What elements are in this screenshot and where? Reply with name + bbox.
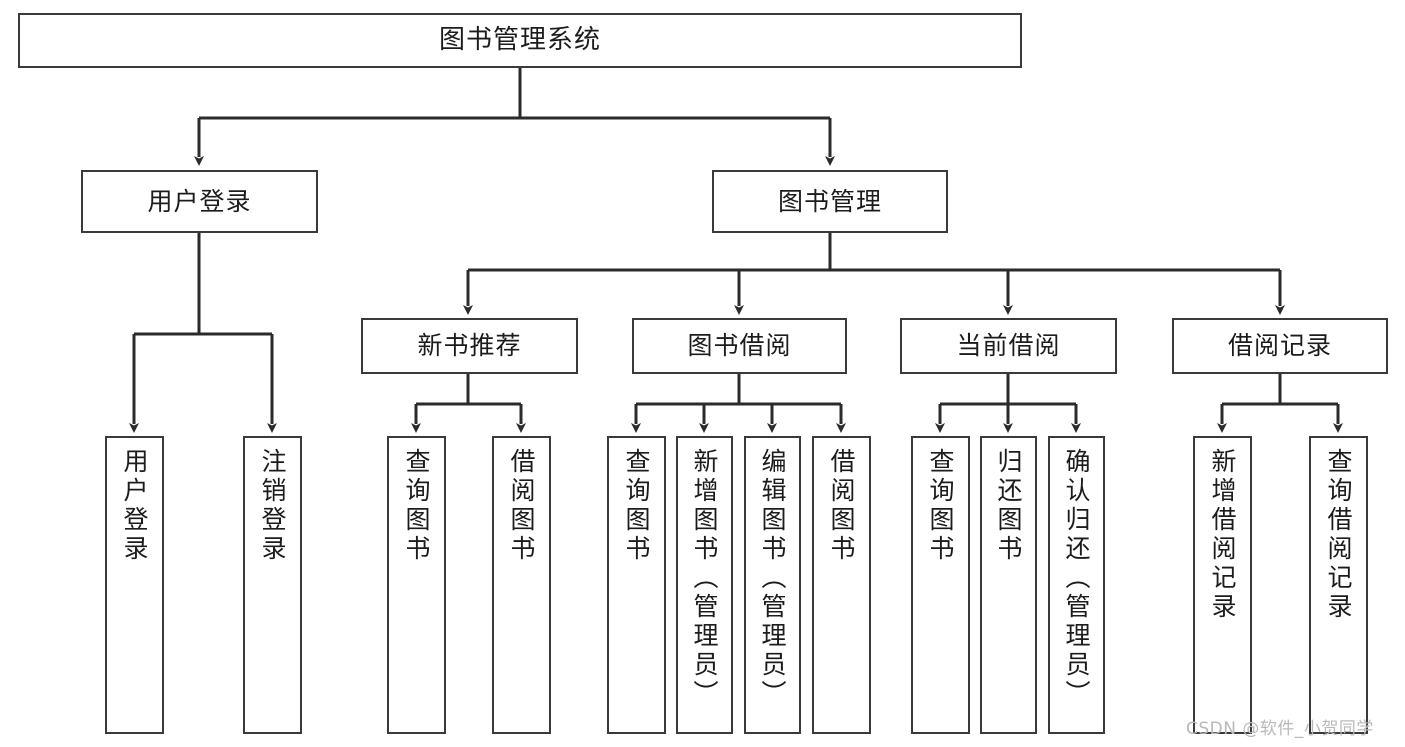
node-label: 新书推荐 (417, 331, 522, 361)
node-label: 用户登录 (120, 448, 149, 564)
node-root-system[interactable]: 图书管理系统 (18, 13, 1022, 68)
leaf-current-return-book[interactable]: 归还图书 (980, 436, 1037, 734)
leaf-user-login-signout[interactable]: 注销登录 (243, 436, 302, 734)
node-user-login[interactable]: 用户登录 (81, 170, 318, 233)
leaf-recommend-query-book[interactable]: 查询图书 (387, 436, 446, 734)
node-label: 新增图书（管理员） (690, 448, 719, 709)
node-label: 编辑图书（管理员） (758, 448, 787, 709)
leaf-borrow-borrow-book[interactable]: 借阅图书 (812, 436, 871, 734)
leaf-record-query-record[interactable]: 查询借阅记录 (1309, 436, 1368, 734)
node-label: 查询图书 (402, 448, 431, 564)
node-current-borrow[interactable]: 当前借阅 (900, 318, 1117, 374)
node-book-borrow[interactable]: 图书借阅 (632, 318, 847, 374)
leaf-user-login-signin[interactable]: 用户登录 (105, 436, 164, 734)
node-book-management[interactable]: 图书管理 (712, 170, 948, 233)
node-borrow-record[interactable]: 借阅记录 (1172, 318, 1388, 374)
leaf-current-confirm-return[interactable]: 确认归还（管理员） (1048, 436, 1105, 734)
node-label: 注销登录 (258, 448, 287, 564)
leaf-borrow-query-book[interactable]: 查询图书 (607, 436, 666, 734)
leaf-recommend-borrow-book[interactable]: 借阅图书 (492, 436, 551, 734)
node-label: 图书管理 (777, 186, 882, 216)
node-label: 归还图书 (994, 448, 1023, 564)
node-label: 当前借阅 (956, 331, 1061, 361)
node-label: 借阅记录 (1227, 331, 1332, 361)
leaf-current-query-book[interactable]: 查询图书 (911, 436, 970, 734)
node-label: 新增借阅记录 (1208, 448, 1237, 622)
node-new-book-recommend[interactable]: 新书推荐 (361, 318, 578, 374)
node-label: 用户登录 (147, 186, 252, 216)
node-label: 借阅图书 (827, 448, 856, 564)
node-label: 图书借阅 (687, 331, 792, 361)
watermark-text: CSDN @软件_小贺同学 (1186, 719, 1374, 739)
leaf-borrow-edit-book[interactable]: 编辑图书（管理员） (744, 436, 801, 734)
node-label: 查询图书 (926, 448, 955, 564)
leaf-borrow-add-book[interactable]: 新增图书（管理员） (676, 436, 733, 734)
node-label: 查询图书 (622, 448, 651, 564)
node-label: 查询借阅记录 (1324, 448, 1353, 622)
node-label: 借阅图书 (507, 448, 536, 564)
node-label: 图书管理系统 (438, 25, 601, 56)
leaf-record-add-record[interactable]: 新增借阅记录 (1193, 436, 1252, 734)
node-label: 确认归还（管理员） (1062, 448, 1091, 709)
